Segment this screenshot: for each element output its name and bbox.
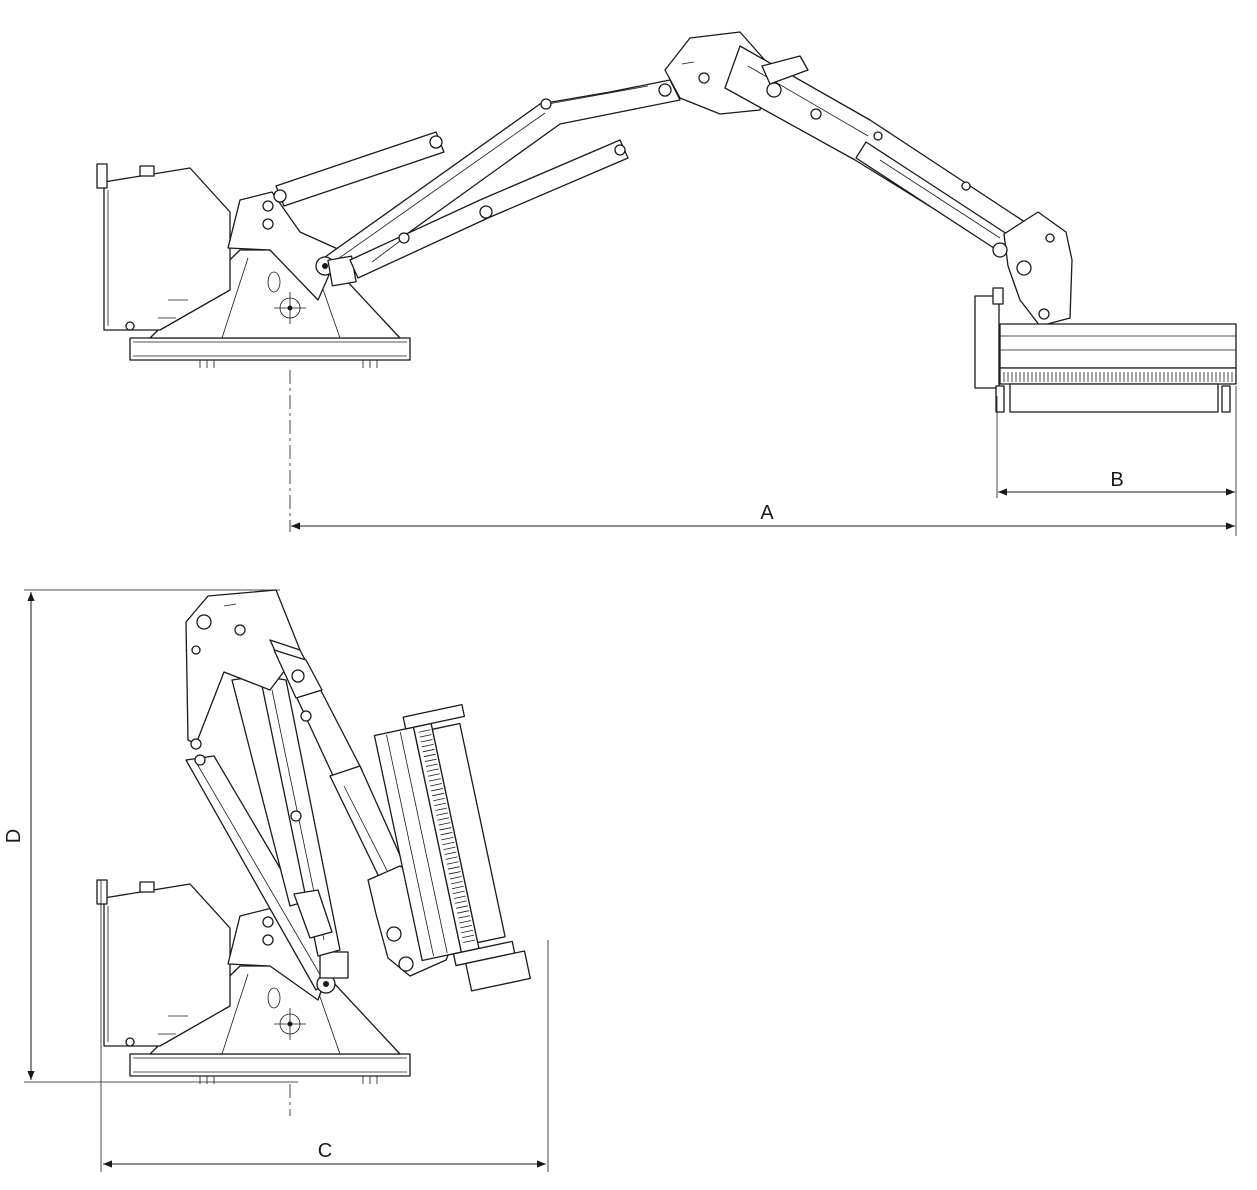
lift-cylinder-folded — [231, 675, 341, 957]
knuckle-plate-folded — [185, 589, 301, 750]
extended-reach-view — [96, 31, 1237, 413]
head-bracket — [992, 211, 1073, 327]
base-frame-folded — [129, 965, 411, 1084]
dimension-lines-bottom — [24, 589, 549, 1172]
flail-mower-head-folded — [373, 703, 531, 992]
dimension-b-label: B — [1110, 469, 1123, 491]
dimension-a-label: A — [760, 502, 774, 524]
dimension-d-label: D — [3, 829, 25, 843]
main-boom-folded — [185, 754, 349, 994]
boom-pivot-bracket — [227, 191, 341, 301]
flail-mower-head — [974, 287, 1237, 413]
lift-cylinder — [273, 131, 445, 207]
dipper-cylinder — [349, 139, 629, 279]
main-boom — [315, 79, 681, 287]
dimension-c-label: C — [318, 1140, 332, 1162]
oil-tank-folded — [96, 879, 231, 1047]
folded-transport-view — [96, 589, 531, 1084]
oil-tank — [96, 163, 231, 331]
dimension-lines-top — [289, 370, 1237, 536]
